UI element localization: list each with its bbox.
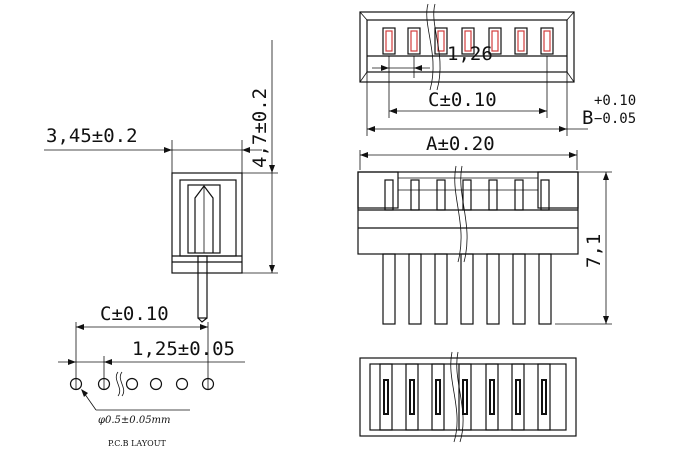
pcb-layout: C±0.10 1,25±0.05 φ0.5±0.05mm P.C.B LAYOU… [58,303,245,448]
side-view: 3,45±0.2 4,7±0.2 [44,40,278,323]
height-label-front: 7,1 [583,234,605,268]
side-height-label: 4,7±0.2 [249,88,271,168]
pcb-holes [69,377,215,391]
hole-diameter-note: φ0.5±0.05mm [98,415,171,426]
pitch-label-pcb: 1,25±0.05 [132,338,235,360]
c-dim-label-pcb: C±0.10 [100,303,169,325]
pcb-layout-caption: P.C.B LAYOUT [108,439,166,448]
b-dim-label: B [582,107,593,129]
b-tol-plus: +0.10 [594,93,636,109]
b-tol-minus: −0.05 [594,111,636,127]
bottom-view [359,351,577,443]
a-dimension: A±0.20 [359,133,578,170]
front-view: 7,1 [357,165,612,325]
front-pins [382,179,552,325]
pitch-label-top: 1,26 [447,43,493,65]
bottom-pins [379,363,551,431]
top-view: 1,26 C±0.10 B +0.10 −0.05 [359,3,636,136]
c-dim-label-top: C±0.10 [428,89,497,111]
a-dim-label: A±0.20 [426,133,495,155]
top-pins [382,27,554,55]
side-width-label: 3,45±0.2 [46,125,138,147]
